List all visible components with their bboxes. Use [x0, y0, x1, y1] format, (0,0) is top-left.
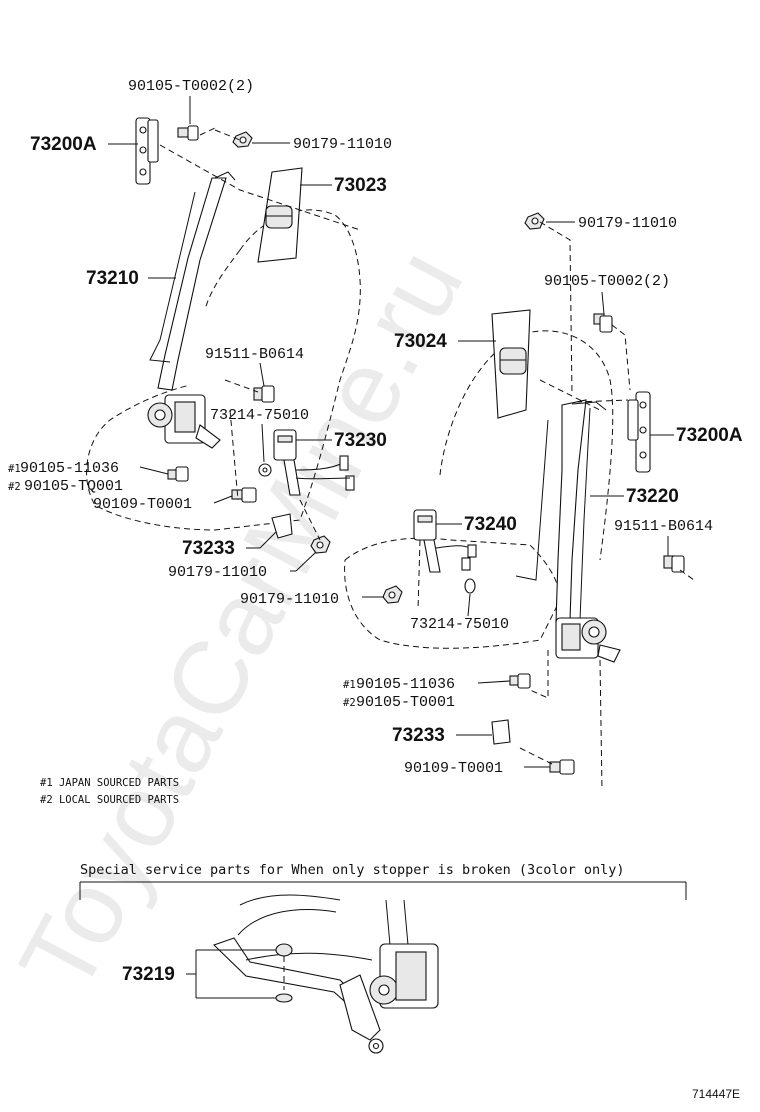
seat-belt-webbing-icon [515, 399, 607, 623]
cap-icon [271, 513, 293, 539]
part-number-nut-top-right: 90179-11010 [578, 215, 677, 232]
part-number-nut-low: 90179-11010 [168, 564, 267, 581]
bolt-icon [231, 487, 257, 503]
marker-local: #2 [8, 481, 21, 493]
part-number-cap-right: 73233 [392, 725, 445, 746]
part-number-bolt-local-right: 90105-T0001 [356, 694, 455, 711]
part-number-washer: 73214-75010 [210, 407, 309, 424]
nut-icon [232, 131, 253, 148]
nut-icon [382, 585, 403, 604]
buckle-icon [258, 429, 355, 496]
right-seat-belt-assembly [344, 212, 695, 791]
part-number-buckle-right: 73240 [464, 514, 517, 535]
marker-local-right: #2 [343, 697, 356, 709]
seat-belt-webbing-icon [149, 171, 236, 391]
pillar-cover-icon [257, 167, 303, 263]
part-number-buckle: 73230 [334, 430, 387, 451]
part-number-bolt-japan: 90105-11036 [20, 460, 119, 477]
stopper-button-icon [275, 943, 293, 1003]
anchor-plate-icon [135, 117, 159, 185]
part-number-bolt-top: 90105-T0002(2) [128, 78, 254, 95]
special-service-section: Special service parts for When only stop… [79, 862, 687, 1054]
buckle-icon [413, 509, 477, 594]
bolt-icon [549, 759, 575, 775]
part-number-belt-right: 73220 [626, 486, 679, 507]
part-number-cover: 73023 [334, 175, 387, 196]
note-local: #2 LOCAL SOURCED PARTS [40, 794, 179, 806]
part-number-belt: 73210 [86, 268, 139, 289]
part-number-nut-mid-right: 90179-11010 [240, 591, 339, 608]
part-number-bolt-japan-right: 90105-11036 [356, 676, 455, 693]
part-number-anchor: 73200A [30, 134, 97, 155]
retractor-icon [555, 617, 621, 663]
retractor-icon [147, 394, 221, 449]
part-number-anchor-right: 73200A [676, 425, 743, 446]
pillar-cover-icon [491, 309, 531, 419]
note-japan: #1 JAPAN SOURCED PARTS [40, 777, 179, 789]
part-number-cover-right: 73024 [394, 331, 447, 352]
part-number-bolt-local: 90105-TQ001 [24, 478, 123, 495]
source-notes: #1 JAPAN SOURCED PARTS #2 LOCAL SOURCED … [40, 777, 179, 806]
cap-icon [491, 719, 511, 745]
anchor-plate-icon [627, 391, 651, 473]
figure-code: 714447E [692, 1087, 740, 1101]
part-number-bolt-low-right: 90109-T0001 [404, 760, 503, 777]
bolt-icon [593, 313, 613, 333]
part-number-nut-top: 90179-11010 [293, 136, 392, 153]
part-number-stopper: 73219 [122, 964, 175, 985]
special-heading: Special service parts for When only stop… [80, 862, 625, 878]
part-number-cap: 73233 [182, 538, 235, 559]
bolt-icon [177, 125, 199, 141]
left-seat-belt-assembly [86, 117, 361, 554]
part-number-bolt-mid: 91511-B0614 [205, 346, 304, 363]
right-callouts: 90179-11010 90105-T0002(2) 73024 73200A … [240, 215, 743, 777]
part-number-washer-right: 73214-75010 [410, 616, 509, 633]
nut-icon [310, 535, 331, 554]
bolt-icon [253, 385, 275, 403]
part-number-bolt-mid-right: 91511-B0614 [614, 518, 713, 535]
bolt-icon [167, 466, 189, 482]
marker-japan-right: #1 [343, 679, 356, 691]
marker-japan: #1 [8, 463, 21, 475]
bolt-icon [509, 673, 531, 689]
part-number-bolt-low: 90109-T0001 [93, 496, 192, 513]
nut-icon [524, 212, 545, 230]
left-callouts: 90105-T0002(2) 73200A 90179-11010 73023 … [8, 78, 392, 581]
bolt-icon [663, 555, 685, 573]
part-number-bolt-top-right: 90105-T0002(2) [544, 273, 670, 290]
